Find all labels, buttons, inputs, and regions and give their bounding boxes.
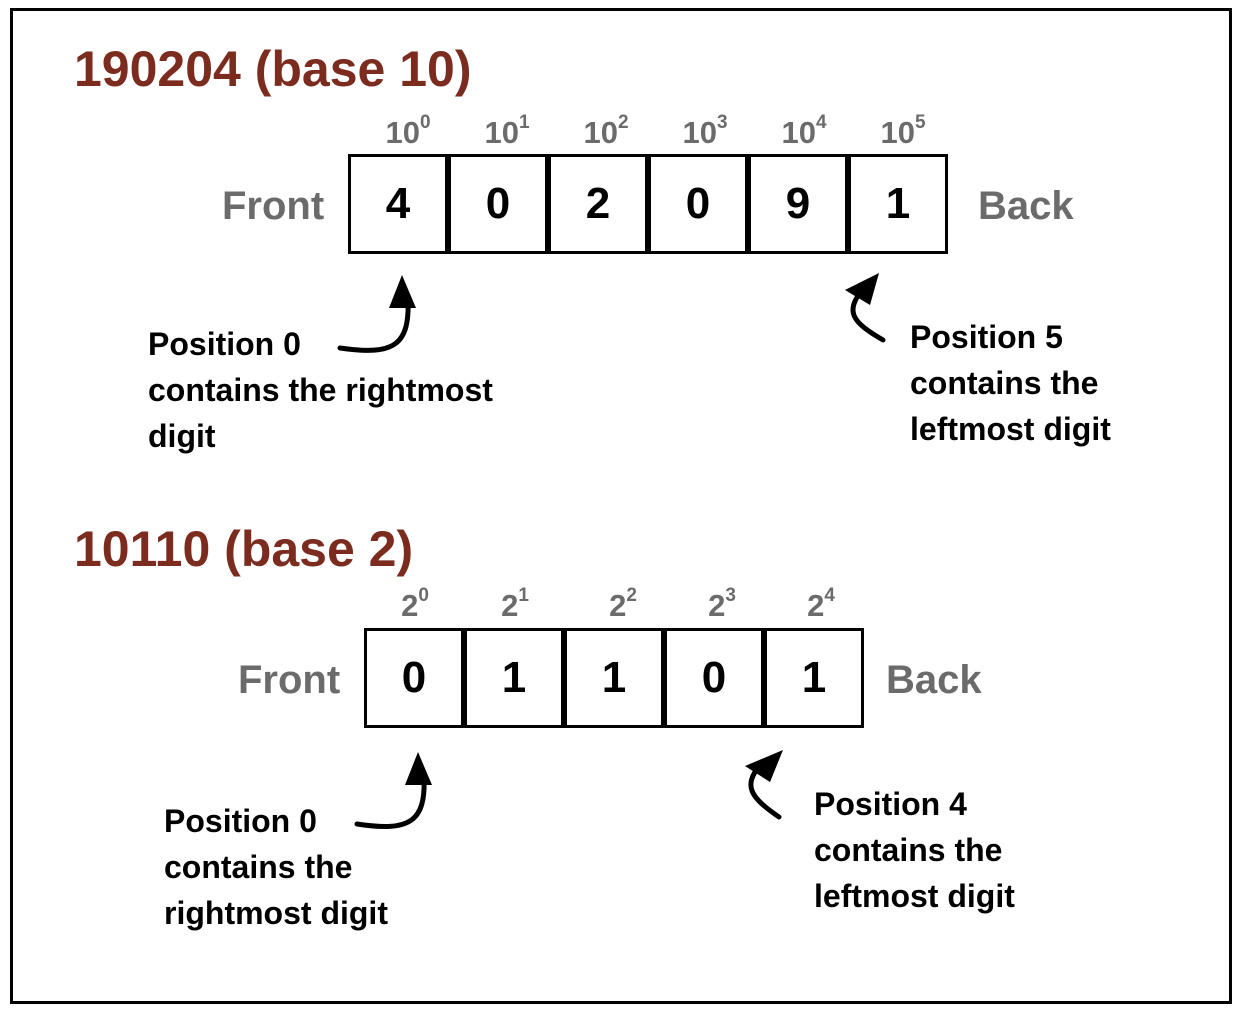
base10-power-2: 102 [583,112,629,150]
base2-cell-0: 0 [364,628,464,728]
base10-left-note-line-3: digit [148,418,216,454]
base2-power-4: 24 [807,585,835,623]
base2-left-note-line-1: Position 0 [164,803,317,839]
base10-cell-1: 0 [448,154,548,254]
base2-cell-2: 1 [564,628,664,728]
base10-cell-3: 0 [648,154,748,254]
base10-right-note-line-3: leftmost digit [910,411,1111,447]
base10-power-5: 105 [880,112,926,150]
base2-power-1: 21 [501,585,529,623]
base10-power-4: 104 [781,112,827,150]
base2-right-note-line-1: Position 4 [814,786,967,822]
base2-power-0: 20 [401,585,429,623]
base2-back-label: Back [886,658,982,702]
base2-right-note-line-3: leftmost digit [814,878,1015,914]
base10-back-label: Back [978,184,1074,228]
base2-power-2: 22 [609,585,637,623]
base10-cell-0: 4 [348,154,448,254]
base10-title: 190204 (base 10) [74,41,472,97]
base10-front-label: Front [222,184,325,228]
base10-position5-arrow-icon [845,273,886,343]
base2-left-note: Position 0 contains the rightmost digit [164,798,388,936]
base2-title: 10110 (base 2) [74,521,414,577]
base2-position4-arrow-icon [745,750,783,820]
base10-left-note-line-1: Position 0 [148,326,301,362]
base10-right-note-line-1: Position 5 [910,319,1063,355]
base2-cell-1: 1 [464,628,564,728]
base2-power-3: 23 [708,585,736,623]
base2-right-note-line-2: contains the [814,832,1003,868]
base10-power-0: 100 [385,112,431,150]
base10-left-note: Position 0 contains the rightmost digit [148,321,493,459]
base10-power-3: 103 [682,112,728,150]
base10-power-1: 101 [484,112,530,150]
base2-left-note-line-2: contains the [164,849,353,885]
base2-right-note: Position 4 contains the leftmost digit [814,781,1015,919]
base2-left-note-line-3: rightmost digit [164,895,388,931]
base2-front-label: Front [238,658,341,702]
base10-left-note-line-2: contains the rightmost [148,372,493,408]
base10-cell-4: 9 [748,154,848,254]
base10-right-note-line-2: contains the [910,365,1099,401]
base10-position0-arrow-icon [337,275,416,353]
base2-position0-arrow-icon [354,752,432,829]
base2-cell-4: 1 [764,628,864,728]
base10-cell-5: 1 [848,154,948,254]
base10-cell-2: 2 [548,154,648,254]
base10-right-note: Position 5 contains the leftmost digit [910,314,1111,452]
base2-cell-3: 0 [664,628,764,728]
